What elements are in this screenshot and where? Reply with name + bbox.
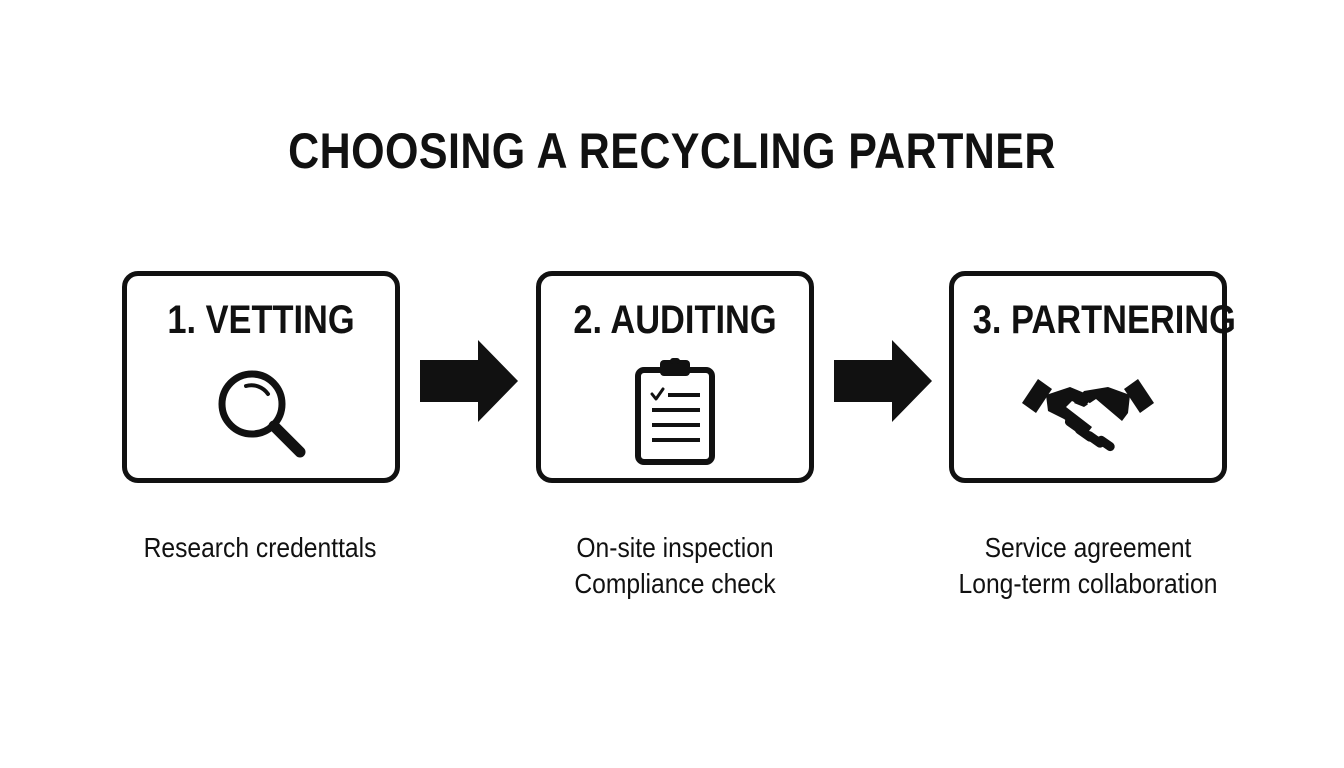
step-description-auditing: On-site inspection Compliance check	[517, 530, 834, 602]
magnifying-glass-icon	[218, 370, 306, 458]
step-title-partnering: 3. PARTNERING	[972, 298, 1236, 342]
description-line: Service agreement	[984, 532, 1192, 563]
description-line: Research credenttals	[143, 532, 377, 563]
handshake-icon	[1022, 379, 1154, 452]
arrow-right-icon	[420, 340, 518, 422]
step-title-auditing: 2. AUDITING	[573, 298, 777, 342]
step-description-partnering: Service agreement Long-term collaboratio…	[930, 530, 1247, 602]
step-box-partnering: 3. PARTNERING	[949, 271, 1236, 483]
description-line: Compliance check	[574, 568, 776, 599]
step-title-vetting: 1. VETTING	[167, 298, 355, 342]
description-line: On-site inspection	[576, 532, 774, 563]
step-box-vetting: 1. VETTING	[122, 271, 400, 483]
step-description-vetting: Research credenttals	[102, 530, 419, 566]
clipboard-checklist-icon	[635, 358, 715, 465]
diagram-title: CHOOSING A RECYCLING PARTNER	[288, 123, 1056, 179]
arrow-right-icon	[834, 340, 932, 422]
description-line: Long-term collaboration	[958, 568, 1218, 599]
step-box-auditing: 2. AUDITING	[536, 271, 814, 483]
